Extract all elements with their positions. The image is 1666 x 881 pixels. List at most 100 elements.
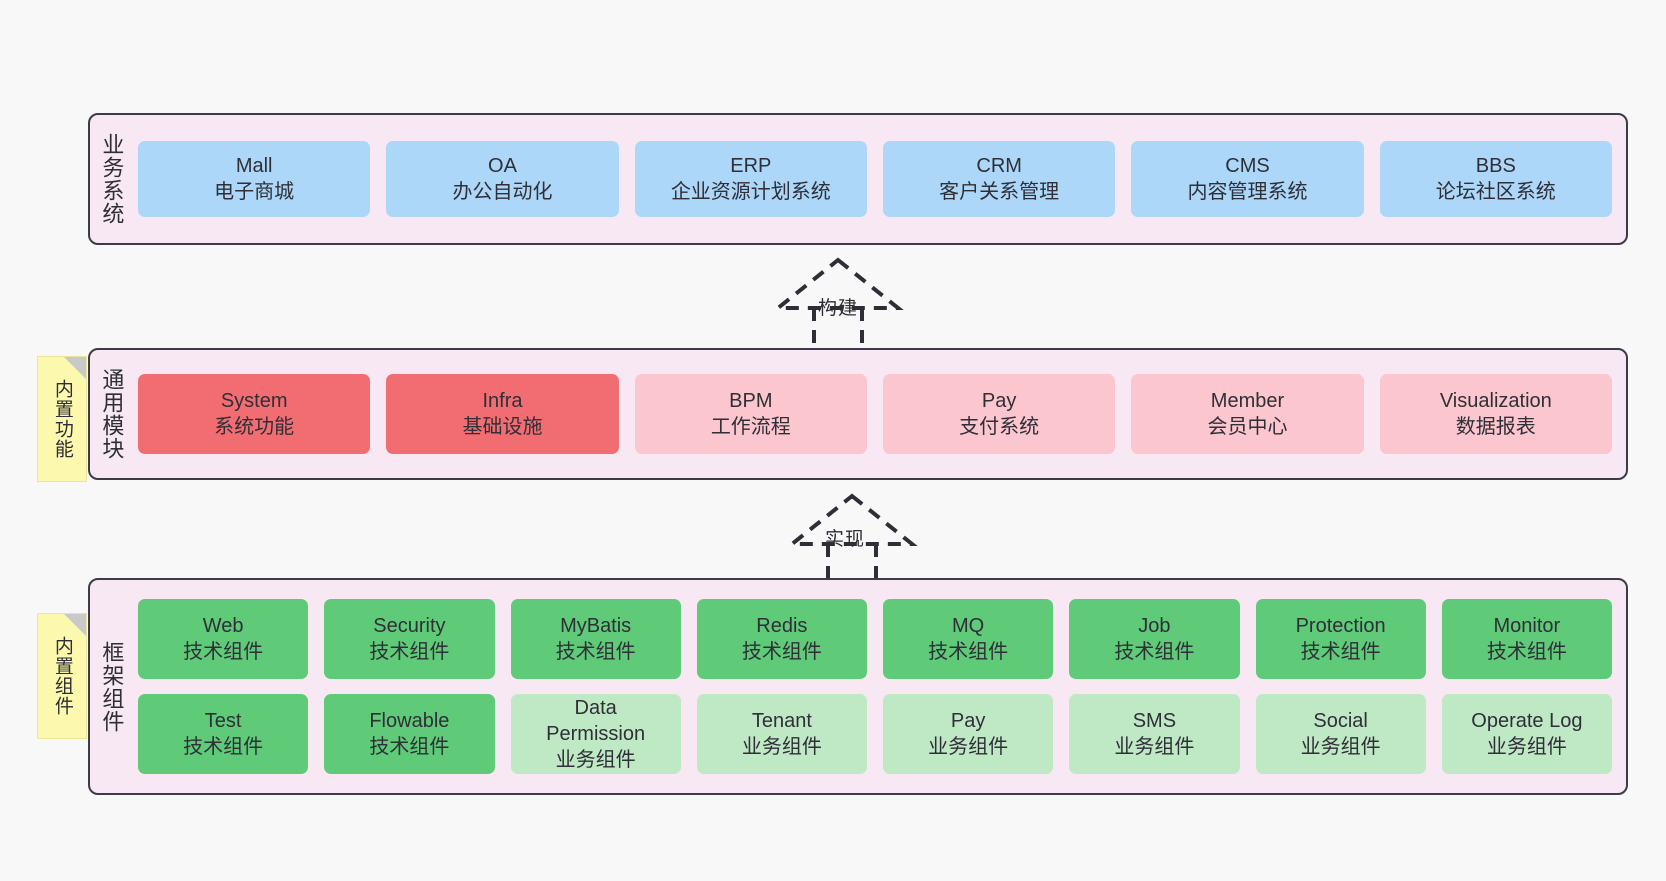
sticky-note-builtin-features-text: 内置功能	[51, 379, 73, 459]
node-member-subtitle: 会员中心	[1207, 416, 1288, 438]
node-flowable-subtitle: 技术组件	[369, 736, 450, 758]
node-pay-component[interactable]: Pay 业务组件	[883, 694, 1054, 774]
node-monitor[interactable]: Monitor 技术组件	[1441, 599, 1612, 679]
node-security[interactable]: Security 技术组件	[324, 599, 495, 679]
node-mybatis-subtitle: 技术组件	[555, 641, 636, 663]
node-operate-log-title: Operate Log	[1471, 710, 1583, 732]
node-data-permission[interactable]: Data Permission 业务组件	[510, 694, 681, 774]
layer-common-modules-body: System 系统功能 Infra 基础设施 BPM 工作流程 Pay 支付系统…	[132, 350, 1626, 478]
node-oa-title: OA	[488, 155, 517, 177]
node-visualization-title: Visualization	[1439, 390, 1552, 412]
node-cms-subtitle: 内容管理系统	[1187, 181, 1308, 203]
node-operate-log[interactable]: Operate Log 业务组件	[1441, 694, 1612, 774]
node-pay-component-title: Pay	[950, 710, 986, 732]
node-bbs-title: BBS	[1475, 155, 1516, 177]
node-data-permission-title-line2: Permission	[546, 723, 646, 745]
node-pay-module[interactable]: Pay 支付系统	[882, 374, 1116, 454]
layer-common-modules-label: 通用模块	[99, 368, 125, 460]
node-tenant[interactable]: Tenant 业务组件	[696, 694, 867, 774]
node-erp-subtitle: 企业资源计划系统	[670, 181, 831, 203]
node-security-title: Security	[373, 615, 446, 637]
node-job-subtitle: 技术组件	[1114, 641, 1195, 663]
layer-business-systems-body: Mall 电子商城 OA 办公自动化 ERP 企业资源计划系统 CRM 客户关系…	[132, 115, 1626, 243]
node-crm-title: CRM	[976, 155, 1022, 177]
sticky-note-builtin-components: 内置组件	[37, 613, 87, 739]
layer-business-systems: 业务系统 Mall 电子商城 OA 办公自动化 ERP 企业资源计划系统 CRM…	[88, 113, 1628, 245]
node-bpm[interactable]: BPM 工作流程	[634, 374, 867, 454]
node-test-title: Test	[204, 710, 242, 732]
node-web-subtitle: 技术组件	[183, 641, 264, 663]
node-mall-title: Mall	[235, 155, 273, 177]
node-sms-title: SMS	[1132, 710, 1177, 732]
node-web[interactable]: Web 技术组件	[138, 599, 309, 679]
node-bpm-title: BPM	[729, 390, 773, 412]
node-bpm-subtitle: 工作流程	[710, 416, 791, 438]
node-job-title: Job	[1138, 615, 1171, 637]
node-redis[interactable]: Redis 技术组件	[696, 599, 867, 679]
layer-business-systems-row: Mall 电子商城 OA 办公自动化 ERP 企业资源计划系统 CRM 客户关系…	[138, 141, 1612, 217]
node-web-title: Web	[202, 615, 244, 637]
node-tenant-title: Tenant	[751, 710, 812, 732]
node-social-title: Social	[1313, 710, 1368, 732]
connector-build-arrow	[758, 256, 918, 348]
node-oa-subtitle: 办公自动化	[452, 181, 553, 203]
layer-framework-components-label: 框架组件	[99, 640, 125, 733]
node-security-subtitle: 技术组件	[369, 641, 450, 663]
node-infra-subtitle: 基础设施	[462, 416, 543, 438]
node-mq-subtitle: 技术组件	[928, 641, 1009, 663]
node-system-title: System	[220, 390, 288, 412]
node-protection-subtitle: 技术组件	[1300, 641, 1381, 663]
node-erp-title: ERP	[730, 155, 772, 177]
node-job[interactable]: Job 技术组件	[1069, 599, 1240, 679]
node-pay-module-title: Pay	[981, 390, 1017, 412]
node-flowable-title: Flowable	[369, 710, 450, 732]
node-infra[interactable]: Infra 基础设施	[386, 374, 619, 454]
node-redis-title: Redis	[756, 615, 808, 637]
node-protection-title: Protection	[1295, 615, 1386, 637]
layer-framework-row-business: Test 技术组件 Flowable 技术组件 Data Permission …	[138, 694, 1612, 774]
node-flowable[interactable]: Flowable 技术组件	[324, 694, 495, 774]
sticky-note-builtin-features: 内置功能	[37, 356, 87, 482]
layer-business-systems-label: 业务系统	[99, 133, 125, 225]
node-crm-subtitle: 客户关系管理	[939, 181, 1060, 203]
node-pay-component-subtitle: 业务组件	[928, 736, 1009, 758]
layer-common-modules: 通用模块 System 系统功能 Infra 基础设施 BPM 工作流程 Pay…	[88, 348, 1628, 480]
node-test-subtitle: 技术组件	[183, 736, 264, 758]
node-cms-title: CMS	[1225, 155, 1270, 177]
layer-framework-row-technical: Web 技术组件 Security 技术组件 MyBatis 技术组件 Redi…	[138, 599, 1612, 679]
node-crm[interactable]: CRM 客户关系管理	[882, 141, 1116, 217]
node-test[interactable]: Test 技术组件	[138, 694, 309, 774]
connector-build-label: 构建	[818, 298, 859, 319]
node-cms[interactable]: CMS 内容管理系统	[1131, 141, 1364, 217]
node-bbs-subtitle: 论坛社区系统	[1435, 181, 1556, 203]
node-mq-title: MQ	[952, 615, 985, 637]
node-protection[interactable]: Protection 技术组件	[1255, 599, 1426, 679]
node-bbs[interactable]: BBS 论坛社区系统	[1379, 141, 1612, 217]
layer-framework-components: 框架组件 Web 技术组件 Security 技术组件 MyBatis 技术组件…	[88, 578, 1628, 795]
node-mybatis[interactable]: MyBatis 技术组件	[510, 599, 681, 679]
node-erp[interactable]: ERP 企业资源计划系统	[634, 141, 867, 217]
node-monitor-subtitle: 技术组件	[1486, 641, 1567, 663]
node-visualization-subtitle: 数据报表	[1455, 416, 1536, 438]
node-member[interactable]: Member 会员中心	[1131, 374, 1364, 454]
node-social-subtitle: 业务组件	[1300, 736, 1381, 758]
node-system[interactable]: System 系统功能	[138, 374, 371, 454]
node-member-title: Member	[1210, 390, 1285, 412]
node-visualization[interactable]: Visualization 数据报表	[1379, 374, 1612, 454]
node-system-subtitle: 系统功能	[214, 416, 295, 438]
node-social[interactable]: Social 业务组件	[1255, 694, 1426, 774]
node-data-permission-title-line1: Data	[574, 697, 617, 719]
node-sms[interactable]: SMS 业务组件	[1069, 694, 1240, 774]
node-mybatis-title: MyBatis	[560, 615, 632, 637]
layer-common-modules-row: System 系统功能 Infra 基础设施 BPM 工作流程 Pay 支付系统…	[138, 374, 1612, 454]
node-mq[interactable]: MQ 技术组件	[883, 599, 1054, 679]
node-redis-subtitle: 技术组件	[741, 641, 822, 663]
node-infra-title: Infra	[482, 390, 523, 412]
sticky-fold-icon	[64, 614, 86, 636]
node-oa[interactable]: OA 办公自动化	[386, 141, 619, 217]
sticky-note-builtin-components-text: 内置组件	[51, 636, 73, 716]
node-mall[interactable]: Mall 电子商城	[138, 141, 371, 217]
node-pay-module-subtitle: 支付系统	[959, 416, 1040, 438]
node-monitor-title: Monitor	[1493, 615, 1561, 637]
node-operate-log-subtitle: 业务组件	[1486, 736, 1567, 758]
